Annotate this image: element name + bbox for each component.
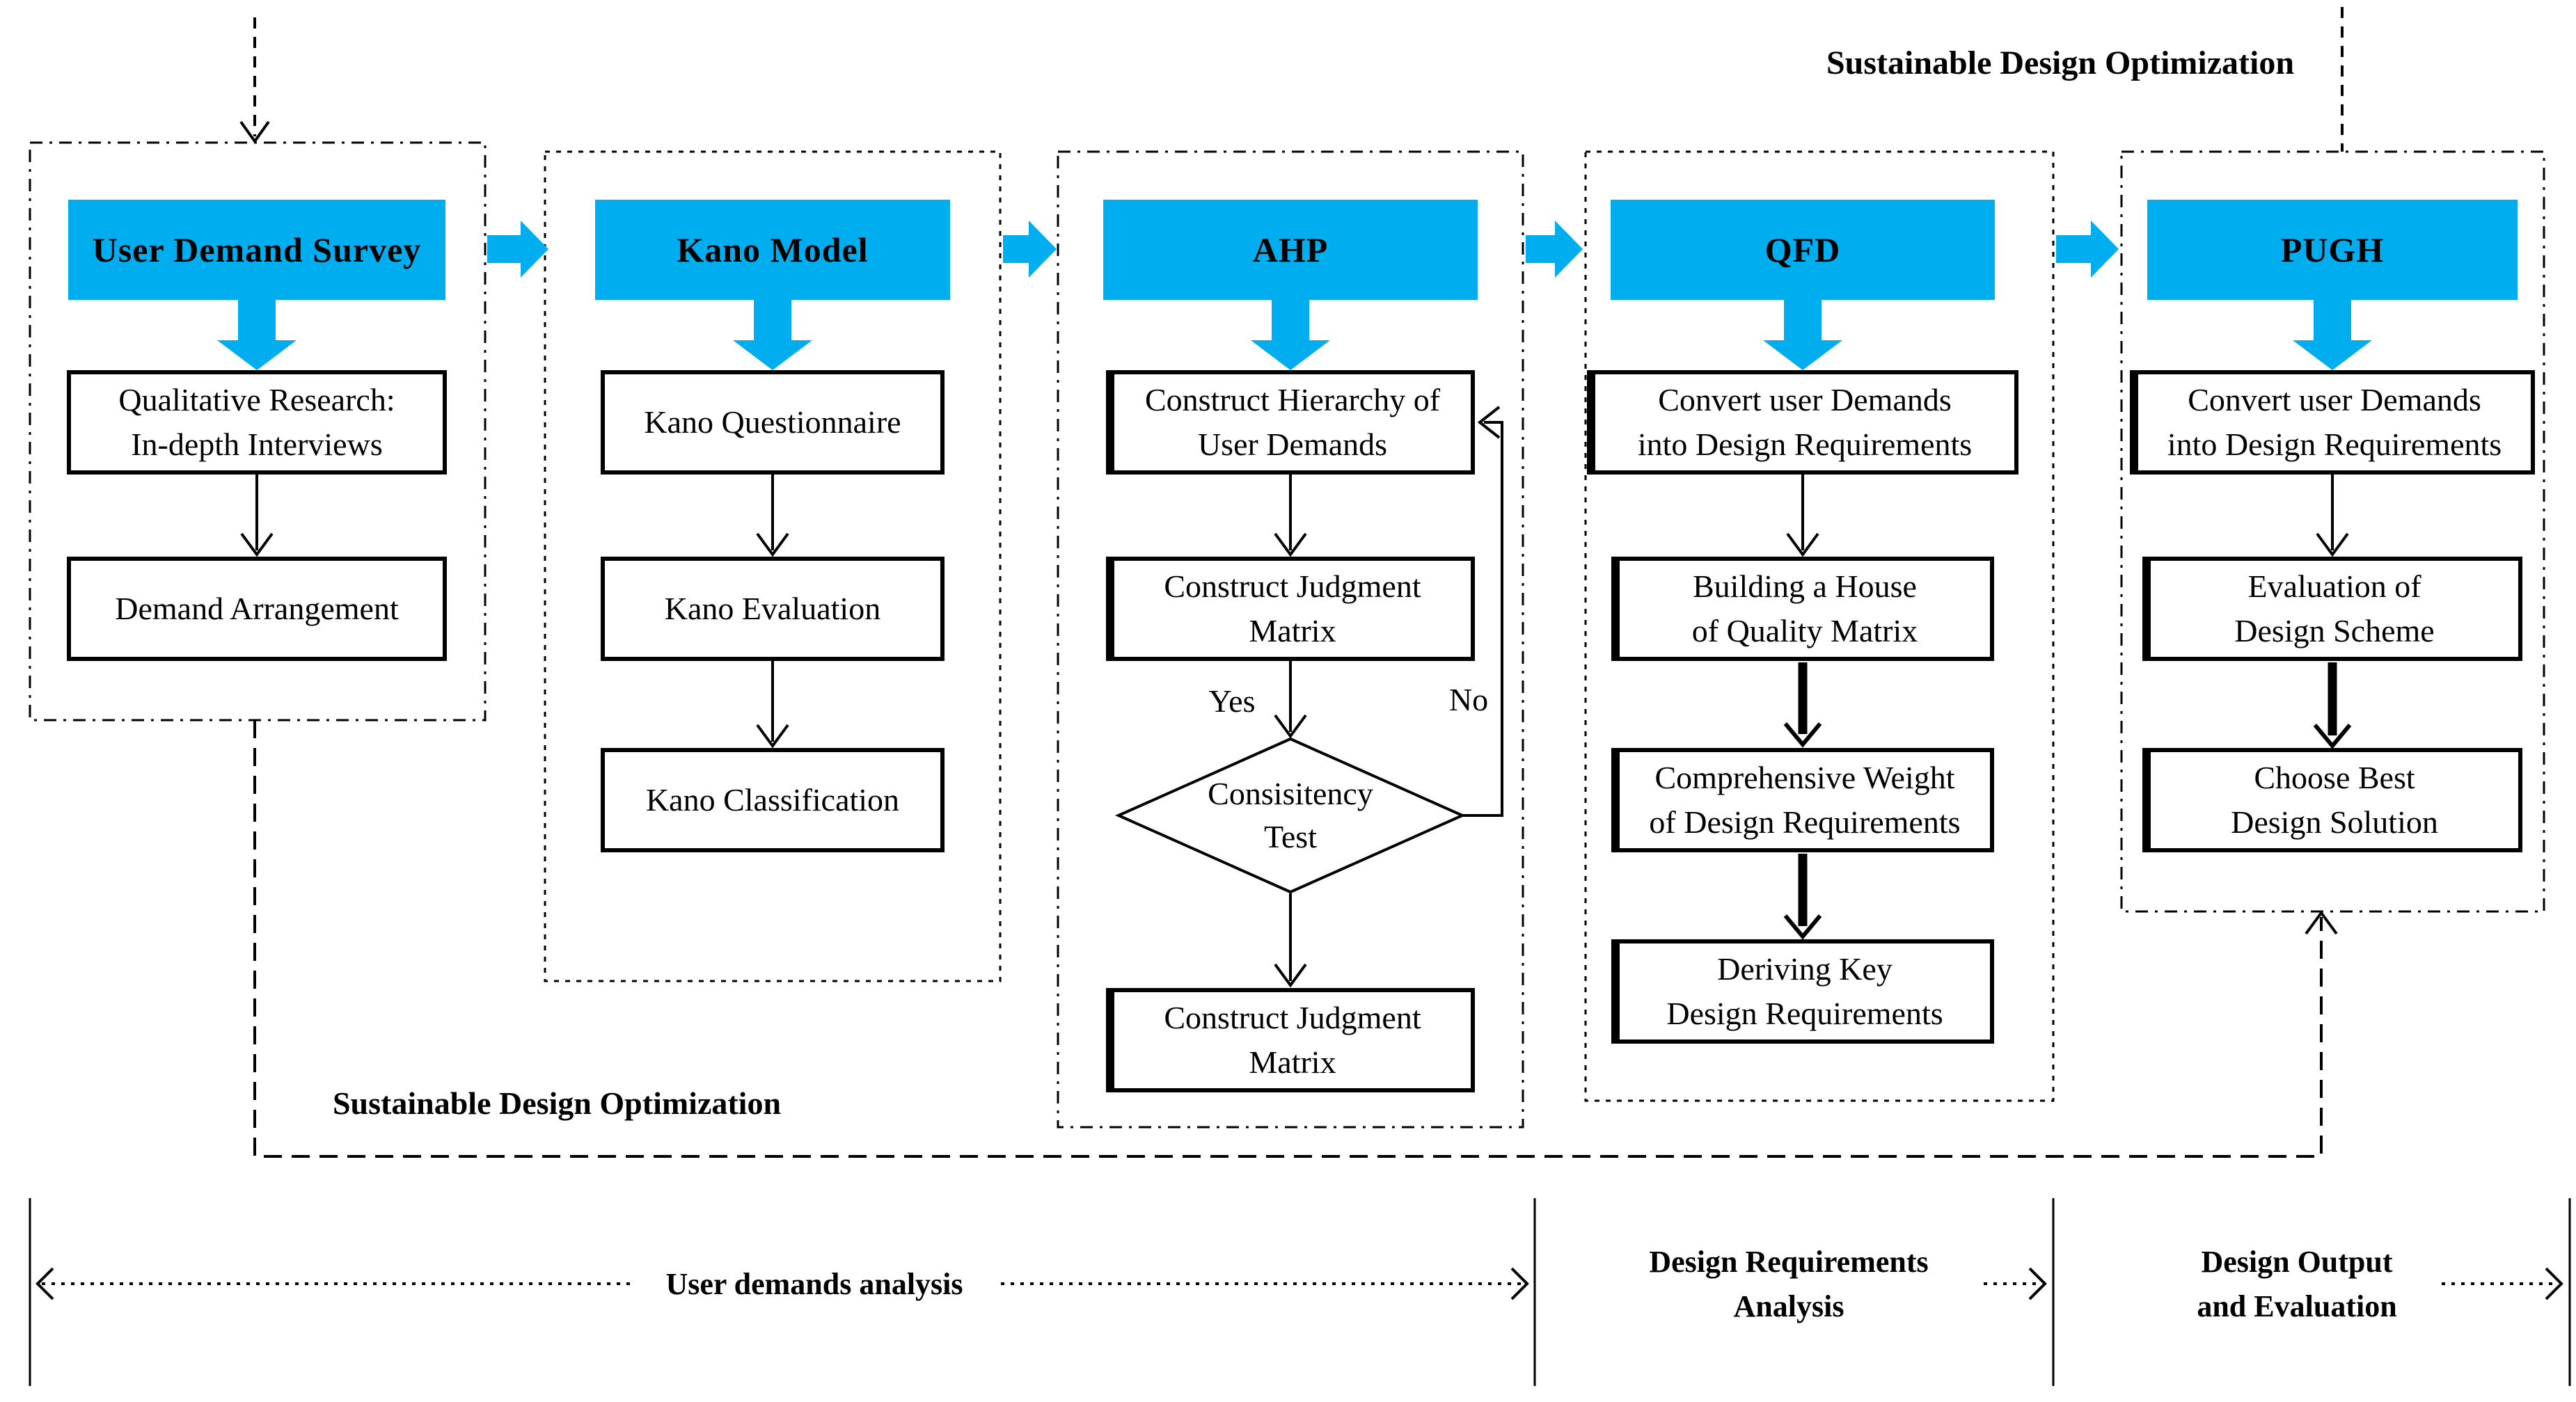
arrow-convert2-to-evaluation xyxy=(2316,475,2349,557)
box-construct-hierarchy: Construct Hierarchy of User Demands xyxy=(1106,370,1475,475)
box-construct-judgment-1: Construct Judgment Matrix xyxy=(1106,557,1475,661)
box-house-of-quality: Building a House of Quality Matrix xyxy=(1611,557,1994,661)
phase-arrow-user-demands xyxy=(35,1267,1529,1300)
arrow-qualitative-to-arrangement xyxy=(240,475,274,557)
box-kano-questionnaire: Kano Questionnaire xyxy=(601,370,945,475)
header-qfd: QFD xyxy=(1611,200,1995,300)
arrow-diamond-to-judgment2 xyxy=(1274,893,1307,988)
box-evaluation-design-scheme: Evaluation of Design Scheme xyxy=(2142,557,2522,661)
box-convert-demands-pugh: Convert user Demands into Design Require… xyxy=(2130,370,2535,475)
arrow-questionnaire-to-evaluation xyxy=(756,475,789,557)
top-entry-dashed-arrow xyxy=(239,17,270,144)
arrow-evaluation-to-choose xyxy=(2313,662,2352,749)
arrow-convert-to-house xyxy=(1786,475,1819,557)
blue-down-arrow-ahp xyxy=(1251,300,1330,370)
phase-label-design-requirements-analysis: Design Requirements Analysis xyxy=(1649,1245,1929,1323)
container-pugh xyxy=(2120,150,2545,913)
box-comprehensive-weight: Comprehensive Weight of Design Requireme… xyxy=(1611,748,1994,852)
label-sustainable-design-optimization-top: Sustainable Design Optimization xyxy=(1826,44,2295,81)
container-kano-model xyxy=(544,150,1002,982)
box-kano-classification: Kano Classification xyxy=(601,748,945,852)
header-user-demand-survey: User Demand Survey xyxy=(68,200,445,300)
no-feedback-path xyxy=(1462,406,1503,817)
container-user-demand-survey xyxy=(29,141,487,722)
box-construct-judgment-2: Construct Judgment Matrix xyxy=(1106,988,1475,1092)
container-qfd xyxy=(1584,150,2055,1102)
header-pugh: PUGH xyxy=(2147,200,2518,300)
box-choose-best-solution: Choose Best Design Solution xyxy=(2142,748,2522,852)
box-deriving-key-requirements: Deriving Key Design Requirements xyxy=(1611,939,1994,1044)
blue-down-arrow-survey xyxy=(217,300,297,370)
blue-right-arrow-ahp-to-qfd xyxy=(1526,221,1583,278)
bottom-loop-dashed-path xyxy=(253,720,2338,1158)
diamond-consistency-test-label: Consisitency Test xyxy=(1208,776,1373,854)
container-ahp xyxy=(1057,150,1524,1129)
header-kano-model: Kano Model xyxy=(595,200,950,300)
phase-separators xyxy=(29,1198,2571,1386)
phase-label-design-output-evaluation: Design Output and Evaluation xyxy=(2197,1245,2397,1323)
box-qualitative-research: Qualitative Research: In-depth Interview… xyxy=(67,370,447,475)
blue-right-arrow-survey-to-kano xyxy=(487,221,548,278)
blue-right-arrow-kano-to-ahp xyxy=(1003,221,1057,278)
header-ahp: AHP xyxy=(1103,200,1478,300)
label-no: No xyxy=(1448,681,1489,717)
arrow-hierarchy-to-judgment xyxy=(1274,475,1307,557)
box-demand-arrangement: Demand Arrangement xyxy=(67,557,447,661)
blue-down-arrow-kano xyxy=(733,300,812,370)
label-sustainable-design-optimization-bottom: Sustainable Design Optimization xyxy=(332,1085,782,1121)
label-yes: Yes xyxy=(1208,683,1256,719)
box-convert-demands-qfd: Convert user Demands into Design Require… xyxy=(1587,370,2018,475)
phase-arrow-design-requirements xyxy=(1984,1267,2047,1300)
arrow-judgment-to-diamond xyxy=(1274,661,1307,739)
arrow-weight-to-deriving xyxy=(1783,854,1822,940)
arrow-house-to-weight xyxy=(1783,662,1822,748)
blue-down-arrow-pugh xyxy=(2293,300,2372,370)
box-kano-evaluation: Kano Evaluation xyxy=(601,557,945,661)
phase-label-user-demands-analysis: User demands analysis xyxy=(665,1266,963,1301)
blue-down-arrow-qfd xyxy=(1763,300,1842,370)
blue-right-arrow-qfd-to-pugh xyxy=(2056,221,2119,278)
phase-arrow-design-output xyxy=(2442,1267,2563,1300)
arrow-evaluation-to-classification xyxy=(756,661,789,749)
